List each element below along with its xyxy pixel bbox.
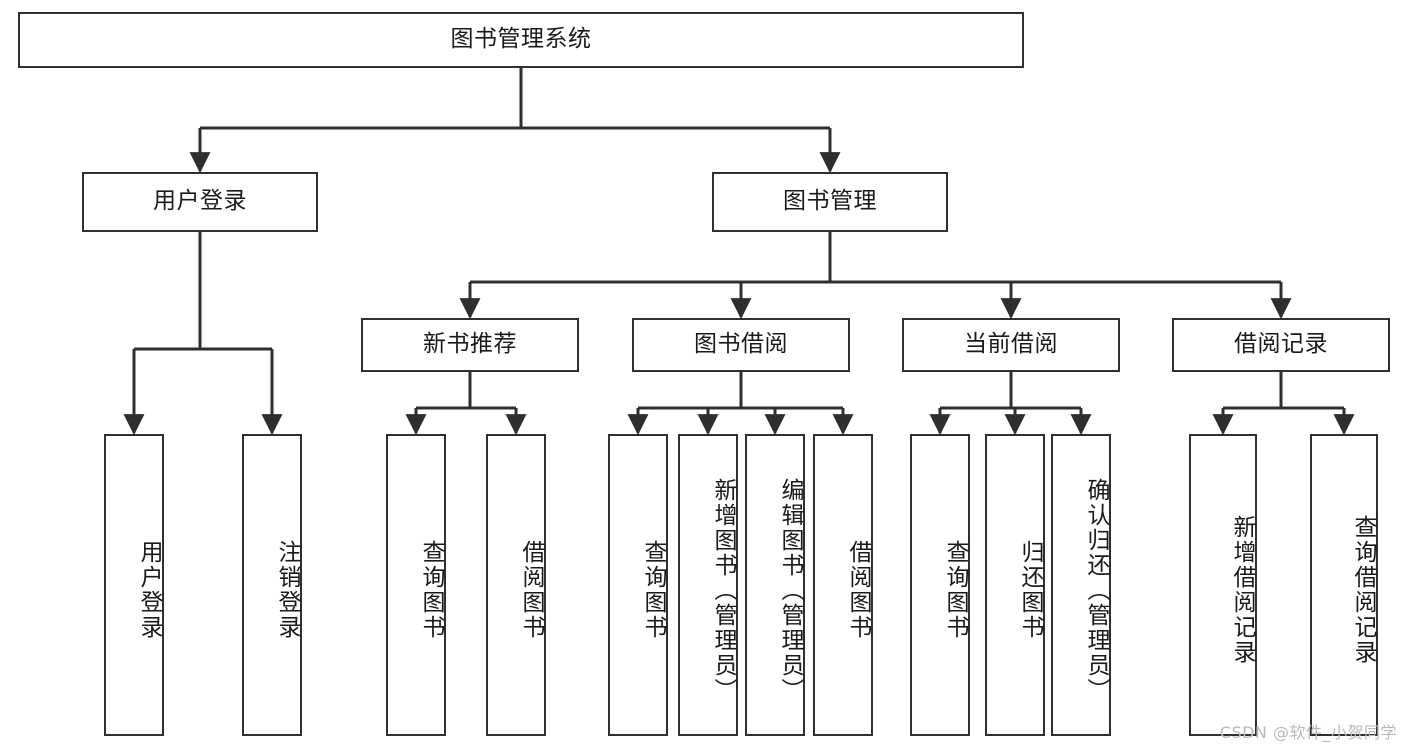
node-label: 注销登录: [274, 540, 300, 640]
node-label: 查询图书: [640, 540, 666, 640]
node-label: 查询图书: [418, 540, 444, 640]
node-label: 新增图书（管理员）: [710, 477, 736, 703]
node-leaf-bo-query[interactable]: 查询图书: [608, 434, 668, 736]
node-current[interactable]: 当前借阅: [902, 318, 1120, 372]
node-label: 图书管理系统: [450, 26, 592, 53]
node-label: 借阅记录: [1234, 331, 1328, 358]
node-label: 新增借阅记录: [1229, 515, 1255, 665]
node-root[interactable]: 图书管理系统: [18, 12, 1024, 68]
node-label: 图书管理: [783, 188, 877, 215]
node-label: 查询借阅记录: [1350, 515, 1376, 665]
node-leaf-bo-borrow[interactable]: 借阅图书: [813, 434, 873, 736]
node-leaf-re-query[interactable]: 查询借阅记录: [1310, 434, 1378, 736]
node-leaf-user-logout[interactable]: 注销登录: [242, 434, 302, 736]
node-login[interactable]: 用户登录: [82, 172, 318, 232]
node-leaf-cu-query[interactable]: 查询图书: [910, 434, 970, 736]
node-leaf-cu-return[interactable]: 归还图书: [985, 434, 1045, 736]
node-label: 用户登录: [153, 188, 247, 215]
node-leaf-nb-borrow[interactable]: 借阅图书: [486, 434, 546, 736]
node-leaf-user-login[interactable]: 用户登录: [104, 434, 164, 736]
node-label: 用户登录: [136, 540, 162, 640]
node-leaf-nb-query[interactable]: 查询图书: [386, 434, 446, 736]
node-label: 当前借阅: [964, 331, 1058, 358]
node-label: 归还图书: [1017, 540, 1043, 640]
node-records[interactable]: 借阅记录: [1172, 318, 1390, 372]
node-leaf-bo-add[interactable]: 新增图书（管理员）: [678, 434, 738, 736]
node-bookmgmt[interactable]: 图书管理: [712, 172, 948, 232]
node-label: 借阅图书: [845, 540, 871, 640]
node-label: 确认归还（管理员）: [1083, 477, 1109, 703]
node-label: 编辑图书（管理员）: [777, 477, 803, 703]
node-borrow[interactable]: 图书借阅: [632, 318, 850, 372]
node-label: 新书推荐: [423, 331, 517, 358]
node-label: 借阅图书: [518, 540, 544, 640]
node-leaf-re-add[interactable]: 新增借阅记录: [1189, 434, 1257, 736]
node-label: 图书借阅: [694, 331, 788, 358]
node-newbooks[interactable]: 新书推荐: [361, 318, 579, 372]
csdn-watermark: CSDN @软件_小贺同学: [1219, 723, 1397, 742]
node-leaf-bo-edit[interactable]: 编辑图书（管理员）: [745, 434, 805, 736]
node-leaf-cu-confirm[interactable]: 确认归还（管理员）: [1051, 434, 1111, 736]
node-label: 查询图书: [942, 540, 968, 640]
